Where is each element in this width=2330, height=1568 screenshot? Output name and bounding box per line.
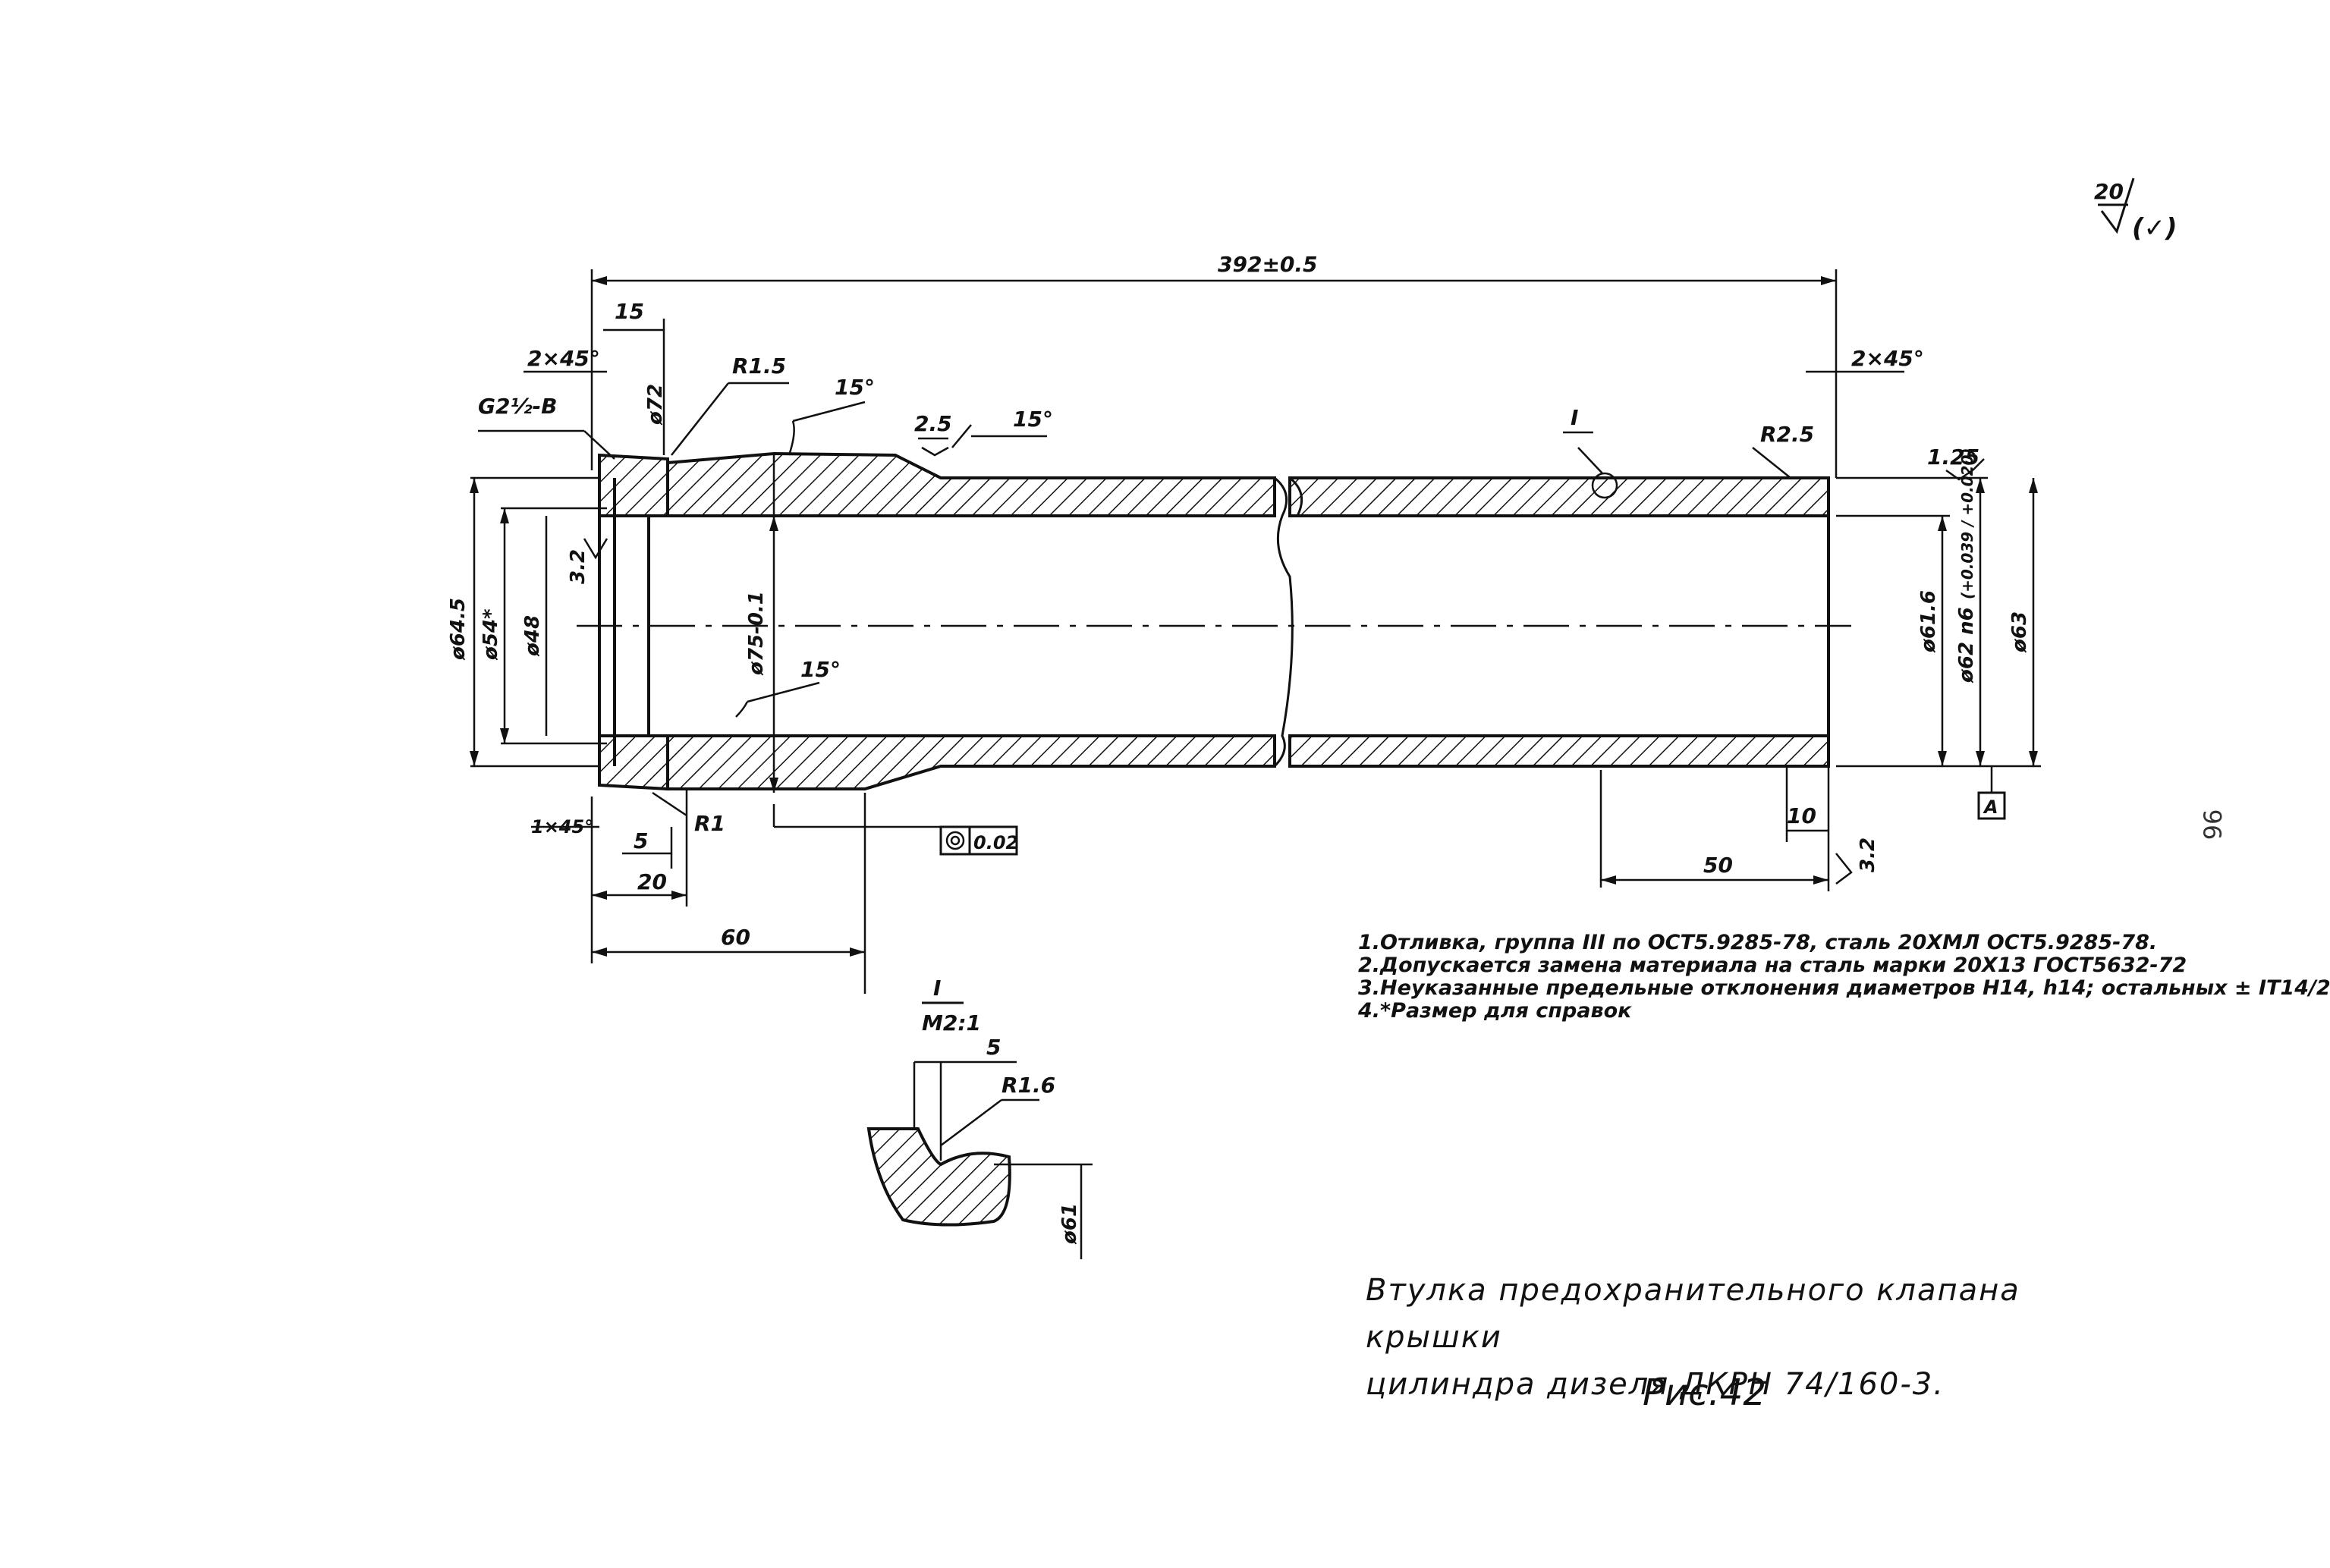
detail-view: I M2:1 5 R1.6 ø61 (866, 976, 1093, 1259)
dim-overall-length: 392±0.5 (1218, 252, 1318, 277)
dim-dia-75: ø75-0.1 (745, 591, 768, 676)
note-2: 2.Допускается замена материала на сталь … (1358, 954, 2187, 977)
dim-r15: R1.5 (732, 354, 786, 379)
dim-dia-54: ø54* (480, 608, 502, 661)
flange-top (598, 453, 669, 517)
dim-angle-bottom: 15° (800, 657, 841, 682)
dim-thread: G2½-B (478, 394, 557, 419)
dim-dia-616: ø61.6 (1917, 590, 1940, 653)
svg-text:20: 20 (2094, 179, 2124, 204)
runout-value: 0.02 (973, 832, 1018, 853)
title-line-2: цилиндра дизеля ДКРН 74/160-3. (1366, 1367, 1945, 1402)
dim-roughness-125: 1.25 (1927, 445, 1979, 470)
dim-dia-63: ø63 (2008, 611, 2031, 653)
notes-block: 1.Отливка, группа III по ОСТ5.9285-78, с… (1358, 931, 2330, 1023)
svg-text:I: I (933, 976, 941, 1001)
dim-r25: R2.5 (1760, 422, 1814, 447)
datum-a: A (1977, 791, 2006, 820)
roughness-symbol: 20 (✓) (2094, 178, 2177, 244)
dim-roughness-32-bottom: 3.2 (1857, 837, 1879, 872)
dim-chamfer-left-bottom: 1×45° (531, 816, 593, 837)
sleeve-section (598, 451, 1830, 791)
note-3: 3.Неуказанные предельные отклонения диам… (1358, 976, 2330, 1000)
bottom-wall-right (1288, 734, 1830, 768)
dim-len-10: 10 (1787, 803, 1816, 828)
dim-r1: R1 (694, 811, 725, 836)
dim-angle-top-2: 15° (1013, 407, 1053, 432)
dim-dia-72: ø72 (644, 384, 667, 426)
dim-chamfer-right-top: 2×45° (1851, 346, 1924, 371)
note-4: 4.*Размер для справок (1358, 999, 1632, 1023)
page-number: 96 (2197, 809, 2227, 841)
svg-text:ø61: ø61 (1058, 1203, 1081, 1245)
dimension-lines (470, 269, 2041, 994)
break-line (1273, 476, 1294, 768)
dim-dia-62-tol: (+0.039 / +0.020) (1958, 448, 1976, 599)
dim-dia-48: ø48 (521, 615, 544, 657)
note-1: 1.Отливка, группа III по ОСТ5.9285-78, с… (1358, 931, 2158, 954)
dim-dia-645: ø64.5 (447, 598, 470, 661)
figure-label: Рис.42 (1643, 1372, 1766, 1414)
svg-text:(✓): (✓) (2132, 213, 2177, 244)
dim-dia-62: ø62 n6 (1955, 607, 1978, 683)
dim-len-20: 20 (637, 869, 667, 894)
arrowheads (470, 276, 2038, 957)
dim-15: 15 (615, 299, 644, 324)
dim-detail-mark: I (1571, 405, 1578, 430)
svg-text:M2:1: M2:1 (922, 1010, 981, 1035)
bottom-wall-left (666, 734, 1276, 790)
runout-tolerance-frame: 0.02 (939, 825, 1018, 856)
top-wall-right (1288, 476, 1830, 517)
svg-text:5: 5 (986, 1035, 1001, 1060)
drawing-title: Втулка предохранительного клапана крышки… (1366, 1267, 2124, 1408)
dim-len-5: 5 (634, 828, 648, 853)
flange-bottom (598, 734, 669, 791)
dim-len-60: 60 (721, 925, 750, 950)
svg-text:R1.6: R1.6 (1001, 1073, 1055, 1098)
dimension-text: 392±0.5 15 2×45° G2½-B ø72 R1.5 15° 2.5 … (447, 252, 2031, 950)
title-line-1: Втулка предохранительного клапана крышки (1366, 1273, 2020, 1355)
dim-roughness-32-left: 3.2 (567, 549, 590, 584)
dim-roughness-25: 2.5 (914, 411, 952, 436)
dim-chamfer-left-top: 2×45° (527, 346, 600, 371)
dim-angle-top-1: 15° (835, 375, 875, 400)
svg-text:A: A (1983, 797, 1998, 818)
top-wall-left (666, 451, 1276, 517)
dim-len-50: 50 (1703, 853, 1733, 878)
